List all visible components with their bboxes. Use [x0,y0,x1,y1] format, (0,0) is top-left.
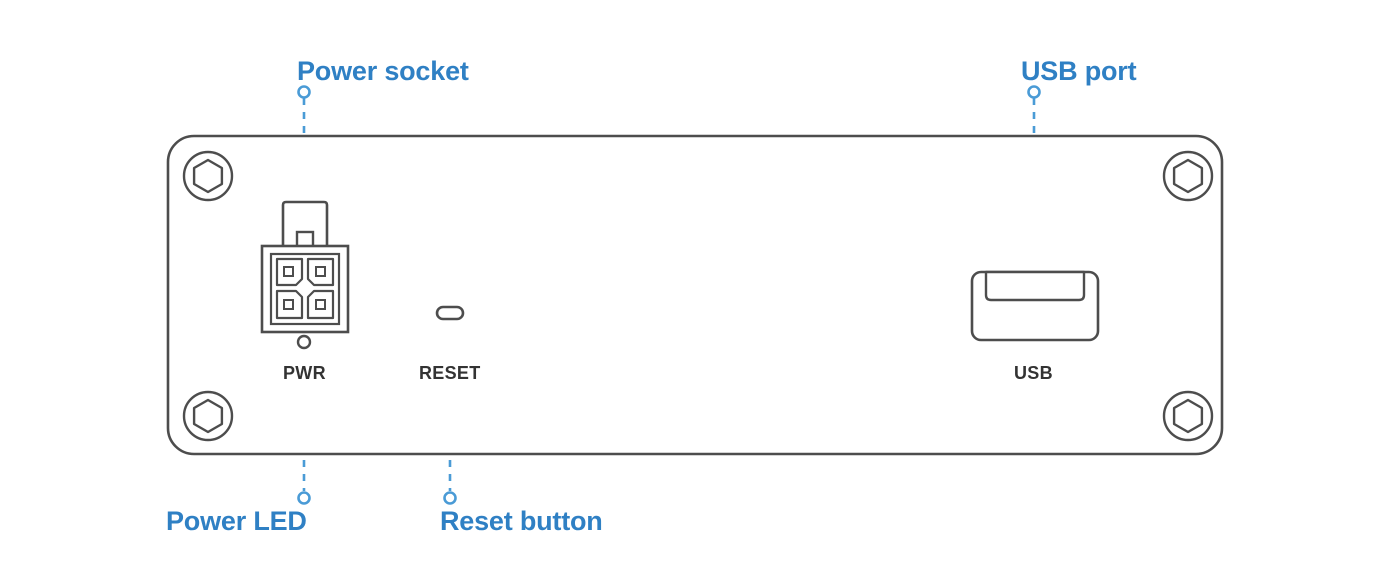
reset-button-pill[interactable] [435,305,465,321]
screw-bottom-left [182,390,234,442]
usb-port-connector[interactable] [970,270,1100,342]
power-socket-connector[interactable] [260,200,350,334]
port-label-reset: RESET [419,363,481,383]
port-label-usb: USB [1014,363,1053,383]
pin-contact-2 [315,266,326,277]
hex-socket-icon [1172,398,1204,434]
hex-socket-icon [192,398,224,434]
callout-label-power-led: Power LED [166,506,307,536]
screw-top-right [1162,150,1214,202]
callout-label-usb-port: USB port [1021,56,1137,86]
leader-marker-power-socket [297,85,311,99]
pin-contact-3 [283,299,294,310]
callout-label-power-socket: Power socket [297,56,469,86]
usb-tongue [984,270,1086,302]
screw-bottom-right [1162,390,1214,442]
screw-top-left [182,150,234,202]
hex-socket-icon [1172,158,1204,194]
callout-label-reset-button: Reset button [440,506,603,536]
power-led-indicator [296,334,312,350]
hex-socket-icon [192,158,224,194]
port-label-pwr: PWR [283,363,326,383]
leader-marker-reset-button [443,491,457,505]
latch-tab [281,200,329,248]
pin-contact-1 [283,266,294,277]
leader-marker-usb-port [1027,85,1041,99]
pin-contact-4 [315,299,326,310]
leader-marker-power-led [297,491,311,505]
reset-button-outline [435,305,465,321]
power-led-ring [296,334,312,350]
enclosure-outline [166,134,1224,456]
enclosure-panel [166,134,1224,456]
